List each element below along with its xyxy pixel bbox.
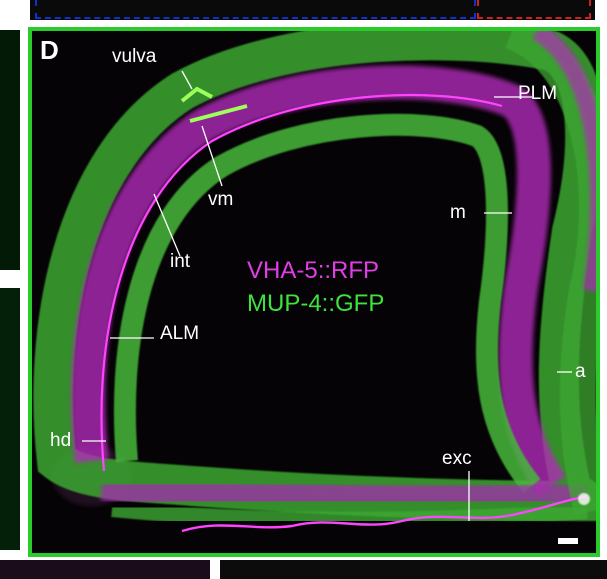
label-alm: ALM — [160, 323, 200, 344]
legend-rfp: VHA-5::RFP — [247, 257, 380, 284]
red-dashed-box — [477, 0, 591, 19]
worm-micrograph — [33, 31, 596, 544]
blue-dashed-box — [35, 0, 476, 19]
legend-gfp: MUP-4::GFP — [247, 290, 385, 317]
label-plm: PLM — [518, 83, 558, 104]
adjacent-panel-left-bottom — [0, 288, 20, 550]
label-vulva: vulva — [112, 46, 157, 67]
label-hd: hd — [50, 430, 72, 451]
adjacent-panel-top — [30, 0, 595, 20]
micrograph-panel-d: D vulva PLM vm m int ALM a hd exc VHA-5:… — [28, 27, 600, 557]
label-a: a — [575, 361, 586, 382]
panel-letter: D — [40, 35, 59, 65]
label-exc: exc — [442, 448, 472, 469]
label-m: m — [450, 202, 466, 223]
adjacent-panel-bottom-left — [0, 560, 210, 579]
label-vm: vm — [208, 189, 234, 210]
adjacent-panel-left-top — [0, 30, 20, 270]
adjacent-panel-bottom-right — [220, 560, 607, 579]
label-int: int — [170, 251, 191, 272]
